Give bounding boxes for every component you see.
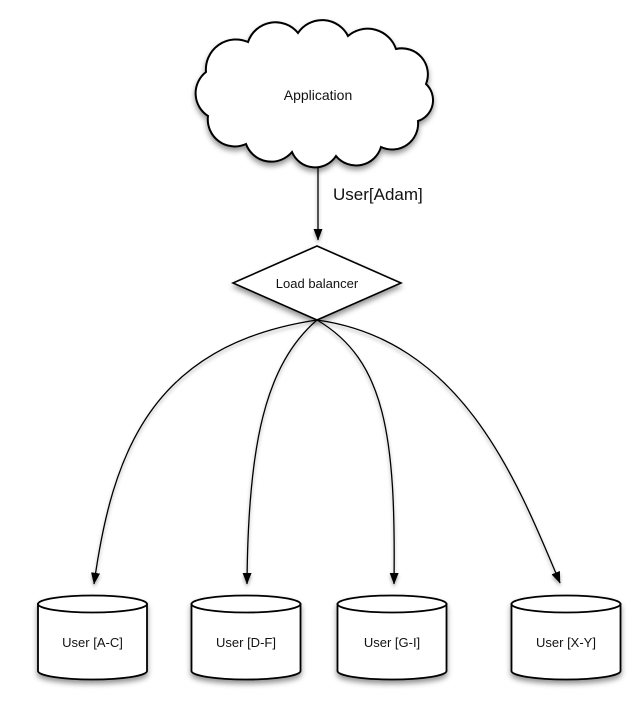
cylinder-body (37, 603, 148, 681)
shard-node-d-f (190, 594, 302, 681)
cylinder-top (37, 594, 148, 614)
cylinder-top (336, 594, 448, 614)
shard-node-x-y (510, 594, 622, 681)
request-edge-label: User[Adam] (333, 185, 423, 204)
cylinder-body (190, 603, 302, 681)
loadbalancer-to-shard-d-f-arrow (242, 319, 318, 585)
cloud-shape (194, 19, 435, 169)
labels: Application User[Adam] Load balancer Use… (62, 87, 596, 650)
shard-node-g-i (336, 594, 448, 681)
cylinder-top (510, 594, 622, 614)
shard-d-f-label: User [D-F] (216, 635, 276, 650)
cylinder-body (510, 603, 622, 681)
application-cloud-node (194, 19, 435, 169)
shard-x-y-label: User [X-Y] (536, 635, 596, 650)
cylinder-body (336, 603, 448, 681)
shard-a-c-label: User [A-C] (62, 635, 123, 650)
load-balancer-node (231, 245, 403, 321)
nodes (37, 19, 622, 681)
loadbalancer-to-shard-x-y-arrow (316, 319, 561, 584)
diamond-shape (231, 245, 403, 321)
shard-g-i-label: User [G-I] (364, 635, 420, 650)
loadbalancer-to-shard-g-i-arrow (316, 319, 399, 585)
load-balancer-label: Load balancer (276, 276, 359, 291)
application-label: Application (284, 87, 353, 103)
loadbalancer-to-shard-a-c-arrow (91, 319, 318, 585)
cylinder-top (190, 594, 302, 614)
edges (91, 156, 561, 585)
shard-node-a-c (37, 594, 148, 681)
